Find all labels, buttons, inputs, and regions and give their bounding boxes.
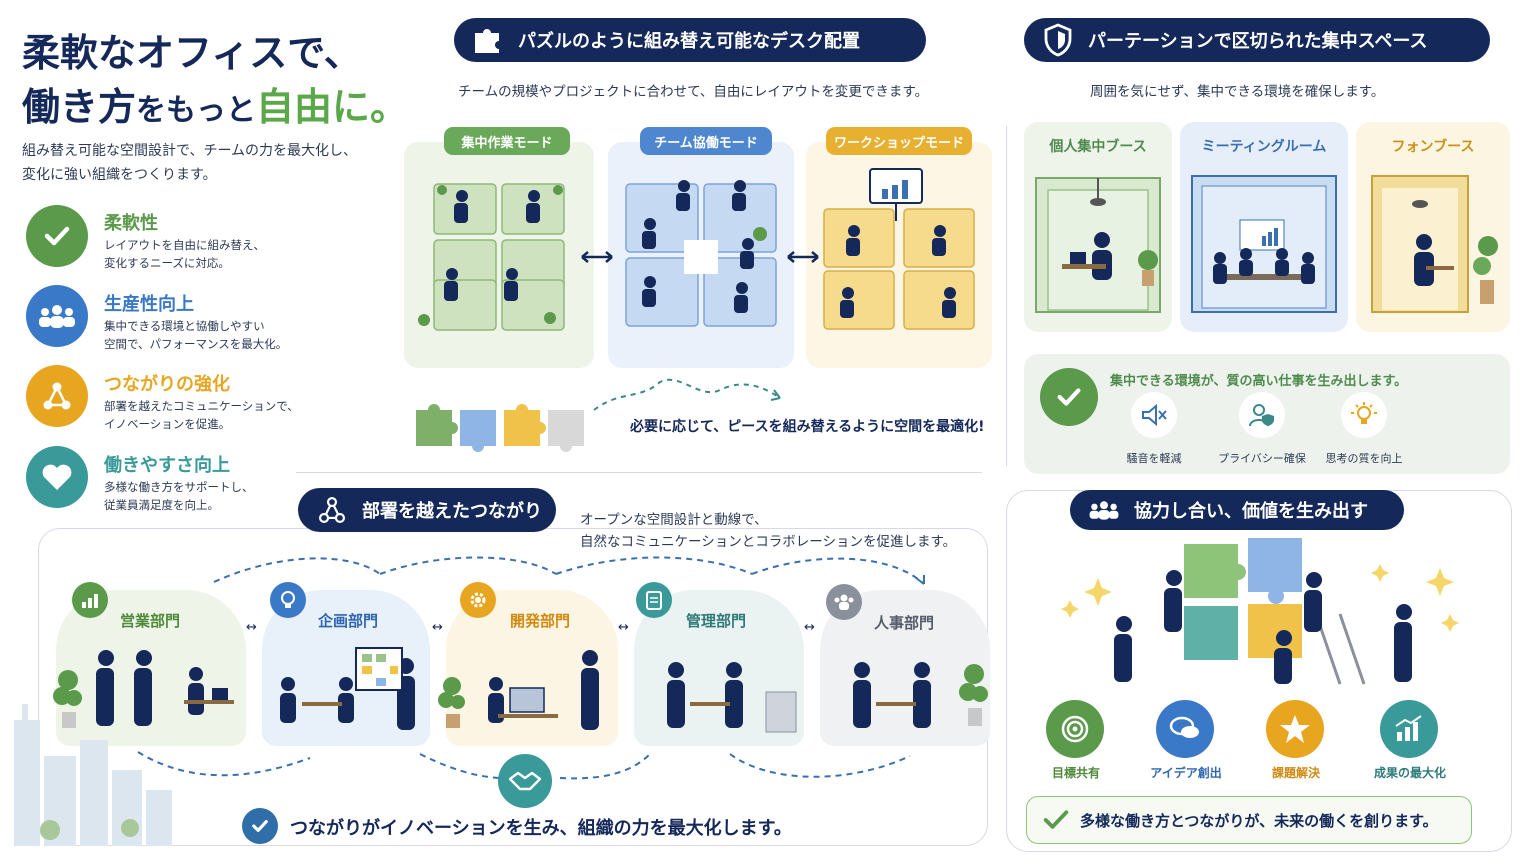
check-icon [44, 226, 70, 246]
shield-icon [1040, 22, 1076, 58]
heart-icon [42, 464, 72, 490]
speech-icon [1156, 700, 1214, 758]
check-icon [1057, 388, 1081, 406]
result-label: 課題解決 [1271, 766, 1320, 780]
cross-desc-line1: オープンな空間設計と動線で、 [580, 512, 768, 528]
partition-section-heading: パーテーションで区切られた集中スペース [1024, 18, 1490, 62]
benefit-text: 集中できる環境が、質の高い仕事を生み出します。 [1110, 374, 1408, 389]
double-arrow-icon: ↔ [432, 620, 443, 635]
connection-arcs-top [213, 556, 925, 585]
double-arrow-icon [787, 251, 819, 263]
feature-title: 柔軟性 [104, 213, 158, 234]
double-arrow-icon [581, 251, 613, 263]
feature-desc: 部署を越えたコミュニケーションで、イノベーションを促進。 [104, 399, 299, 431]
chart-icon [72, 582, 108, 618]
gear-icon [460, 582, 496, 618]
hero-title-part1: 働き方 [22, 85, 137, 129]
network-icon [43, 382, 71, 410]
space-label: ミーティングルーム [1201, 139, 1327, 155]
team-mode-illustration [625, 180, 777, 327]
benefit-check-icon [1040, 368, 1098, 426]
focus-mode-illustration [418, 183, 565, 331]
booth-illustration [1035, 177, 1161, 313]
section-divider [1006, 126, 1007, 466]
team-icon [826, 584, 862, 620]
benefit-label: 思考の質を向上 [1325, 452, 1403, 465]
dept-scenes-illustration [53, 647, 988, 733]
hero-desc-line1: 組み替え可能な空間設計で、チームの力を最大化し、 [22, 143, 358, 159]
collab-footer-box [1026, 796, 1472, 844]
people-icon [39, 305, 75, 328]
star-icon [1266, 700, 1324, 758]
result-label: アイデア創出 [1150, 766, 1222, 780]
collab-footer-text: 多様な働き方とつながりが、未来の働くを創ります。 [1080, 812, 1438, 830]
double-arrow-icon: ↔ [246, 620, 257, 635]
cross-section-heading: 部署を越えたつながり [298, 488, 556, 532]
space-label: フォンブース [1391, 139, 1475, 155]
handshake-icon [498, 754, 552, 808]
clipboard-icon [636, 582, 672, 618]
hero-title-part2: をもっと [136, 93, 257, 128]
dept-label: 企画部門 [318, 612, 379, 630]
double-arrow-icon: ↔ [804, 620, 815, 635]
benefit-label: プライバシー確保 [1218, 452, 1306, 465]
hero-title-part3: 自由に。 [256, 85, 409, 129]
dept-label: 管理部門 [686, 612, 747, 630]
privacy-icon [1239, 392, 1285, 438]
cross-footer-text: つながりがイノベーションを生み、組織の力を最大化します。 [290, 818, 792, 839]
puzzle-icon [470, 22, 506, 58]
growth-icon [1380, 700, 1438, 758]
workshop-mode-illustration [823, 168, 975, 330]
mode-tag-focus: 集中作業モード [444, 127, 570, 155]
result-label: 成果の最大化 [1373, 766, 1446, 780]
feature-icon-wellbeing [26, 446, 88, 508]
hero-title-line2: 働き方をもっと自由に。 [22, 76, 408, 131]
footer-check-icon [242, 808, 278, 844]
feature-title: つながりの強化 [104, 374, 230, 395]
mode-tag-team: チーム協働モード [640, 127, 772, 155]
feature-desc: 集中できる環境と協働しやすい空間で、パフォーマンスを最大化。 [104, 319, 288, 351]
feature-icon-connection [26, 365, 88, 427]
feature-title: 働きやすさ向上 [104, 455, 230, 476]
feature-icon-productivity [26, 285, 88, 347]
benefit-noise [1124, 392, 1184, 452]
bulb-icon [270, 582, 306, 618]
lightbulb-icon [1341, 392, 1387, 438]
dept-label: 人事部門 [874, 614, 935, 632]
benefit-privacy [1232, 392, 1292, 452]
mute-icon [1131, 392, 1177, 438]
benefit-label: 騒音を軽減 [1126, 452, 1182, 465]
partition-subheading: 周囲を気にせず、集中できる環境を確保します。 [1090, 84, 1385, 100]
feature-icon-flex [26, 205, 88, 267]
benefit-thinking [1334, 392, 1394, 452]
optimize-text: 必要に応じて、ピースを組み替えるように空間を最適化! [630, 419, 985, 435]
people-icon [1086, 492, 1122, 528]
check-icon [1043, 810, 1069, 829]
collaboration-illustration [1061, 538, 1459, 685]
hero-title-line1: 柔軟なオフィスで、 [22, 31, 362, 75]
network-icon [314, 492, 350, 528]
dept-label: 営業部門 [120, 612, 181, 630]
connection-arcs-bottom [137, 751, 911, 780]
mode-tag-workshop: ワークショップモード [826, 127, 972, 155]
city-skyline-illustration [14, 704, 172, 846]
section-divider [296, 472, 982, 473]
feature-desc: レイアウトを自由に組み替え、変化するニーズに対応。 [104, 238, 265, 270]
phone-booth-illustration [1371, 175, 1498, 313]
cross-desc-line2: 自然なコミュニケーションとコラボレーションを促進します。 [580, 534, 957, 550]
target-icon [1046, 700, 1104, 758]
feature-title: 生産性向上 [104, 294, 194, 315]
puzzle-subheading: チームの規模やプロジェクトに合わせて、自由にレイアウトを変更できます。 [458, 84, 929, 100]
result-label: 目標共有 [1051, 766, 1100, 780]
dashed-flow-arrow [593, 378, 781, 411]
space-label: 個人集中ブース [1049, 139, 1147, 155]
collab-section-heading: 協力し合い、価値を生み出す [1070, 490, 1404, 530]
meeting-room-illustration [1191, 175, 1337, 313]
puzzle-pieces-icon [416, 404, 584, 452]
double-arrow-icon: ↔ [618, 620, 629, 635]
dept-label: 開発部門 [510, 612, 571, 630]
feature-desc: 多様な働き方をサポートし、従業員満足度を向上。 [104, 480, 254, 512]
puzzle-section-heading: パズルのように組み替え可能なデスク配置 [454, 18, 926, 62]
hero-desc-line2: 変化に強い組織をつくります。 [22, 167, 217, 183]
